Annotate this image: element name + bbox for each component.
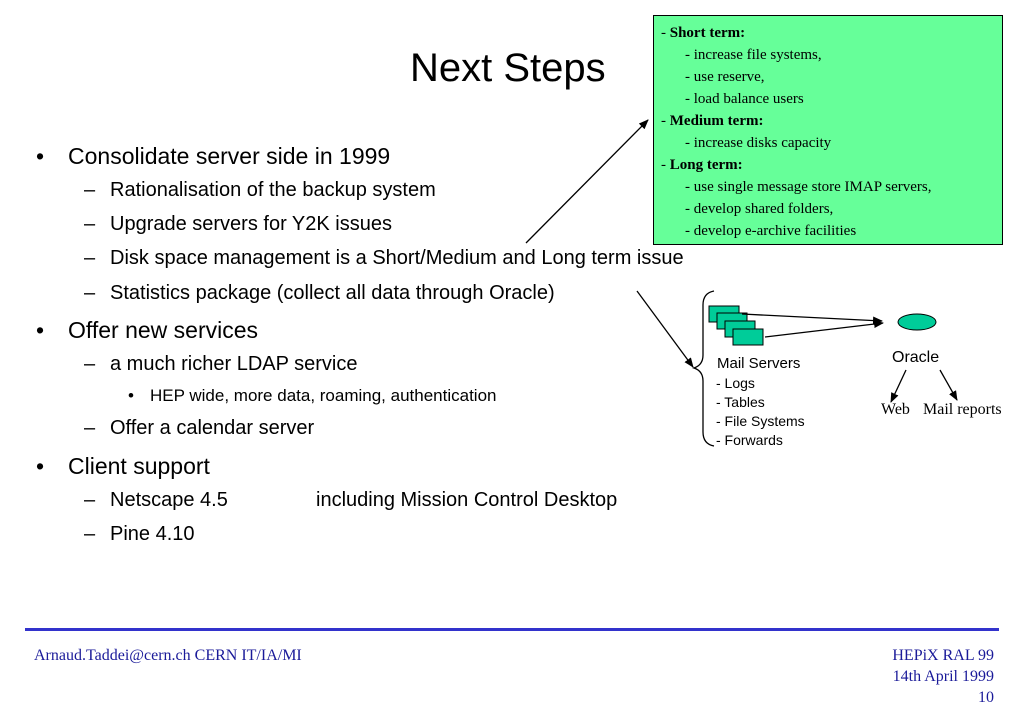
sub-bullet-backup: Rationalisation of the backup system <box>110 179 436 201</box>
oracle-to-reports-arrow <box>939 369 958 401</box>
footer-author: Arnaud.Taddei@cern.ch CERN IT/IA/MI <box>34 647 302 664</box>
item-marker: - <box>661 157 666 173</box>
bullet-marker: • <box>36 453 45 479</box>
small-bullet-marker: • <box>128 386 134 405</box>
servers-to-oracle-arrow <box>764 320 884 338</box>
slide-number: 10 <box>978 689 994 706</box>
bullet-marker: • <box>36 317 45 343</box>
item-marker: - <box>661 25 666 41</box>
short-term-item: - increase file systems, <box>685 47 822 63</box>
dash-marker: – <box>84 417 96 439</box>
oracle-database-icon <box>897 313 937 331</box>
dash-marker: – <box>84 489 96 511</box>
oracle-label: Oracle <box>892 349 940 366</box>
web-label: Web <box>881 401 910 418</box>
sub-bullet-y2k: Upgrade servers for Y2K issues <box>110 213 392 235</box>
short-term-heading: - Short term: <box>661 22 1002 44</box>
dash-marker: – <box>84 213 96 235</box>
mail-server-item-tables: - Tables <box>716 394 765 410</box>
mail-servers-label: Mail Servers <box>717 355 801 372</box>
dash-marker: – <box>84 523 96 545</box>
sub-sub-bullet-hep: HEP wide, more data, roaming, authentica… <box>150 386 497 405</box>
sub-bullet-netscape-extra: including Mission Control Desktop <box>316 489 618 511</box>
footer-event: HEPiX RAL 99 <box>892 647 994 664</box>
curly-brace <box>691 290 715 447</box>
sub-bullet-ldap: a much richer LDAP service <box>110 353 358 375</box>
term-plan-box: - Short term: - increase file systems, -… <box>653 15 1003 245</box>
short-term-item: - load balance users <box>685 91 804 107</box>
mail-server-item-forwards: - Forwards <box>716 432 783 448</box>
long-term-label: Long term: <box>669 157 743 173</box>
item-marker: - <box>661 113 666 129</box>
sub-bullet-disk-space: Disk space management is a Short/Medium … <box>110 247 684 269</box>
mail-server-stack-icon <box>708 305 764 346</box>
bullet-marker: • <box>36 143 45 169</box>
mail-server-item-logs: - Logs <box>716 375 755 391</box>
mail-server-item-file-systems: - File Systems <box>716 413 805 429</box>
long-term-heading: - Long term: <box>661 154 1002 176</box>
medium-term-heading: - Medium term: <box>661 110 1002 132</box>
sub-bullet-calendar: Offer a calendar server <box>110 417 315 439</box>
medium-term-item: - increase disks capacity <box>685 135 832 151</box>
disk-space-arrow <box>525 119 649 244</box>
slide-title: Next Steps <box>410 46 606 90</box>
oracle-to-web-arrow <box>890 369 907 403</box>
dash-marker: – <box>84 179 96 201</box>
dash-marker: – <box>84 353 96 375</box>
bullet-new-services: Offer new services <box>68 317 259 343</box>
long-term-item: - develop e-archive facilities <box>685 223 857 239</box>
footer-date: 14th April 1999 <box>892 668 994 685</box>
dash-marker: – <box>84 282 96 304</box>
long-term-item: - use single message store IMAP servers, <box>685 179 932 195</box>
short-term-label: Short term: <box>669 25 746 41</box>
medium-term-label: Medium term: <box>669 113 764 129</box>
sub-bullet-netscape: Netscape 4.5 <box>110 489 228 511</box>
statistics-arrow <box>636 290 694 368</box>
bullet-client-support: Client support <box>68 453 210 479</box>
bullet-consolidate: Consolidate server side in 1999 <box>68 143 391 169</box>
servers-to-oracle-arrow <box>741 313 883 325</box>
sub-bullet-pine: Pine 4.10 <box>110 523 195 545</box>
footer-divider <box>25 628 999 631</box>
dash-marker: – <box>84 247 96 269</box>
mail-reports-label: Mail reports <box>923 401 1002 418</box>
sub-bullet-statistics: Statistics package (collect all data thr… <box>110 282 555 304</box>
short-term-item: - use reserve, <box>685 69 765 85</box>
long-term-item: - develop shared folders, <box>685 201 834 217</box>
